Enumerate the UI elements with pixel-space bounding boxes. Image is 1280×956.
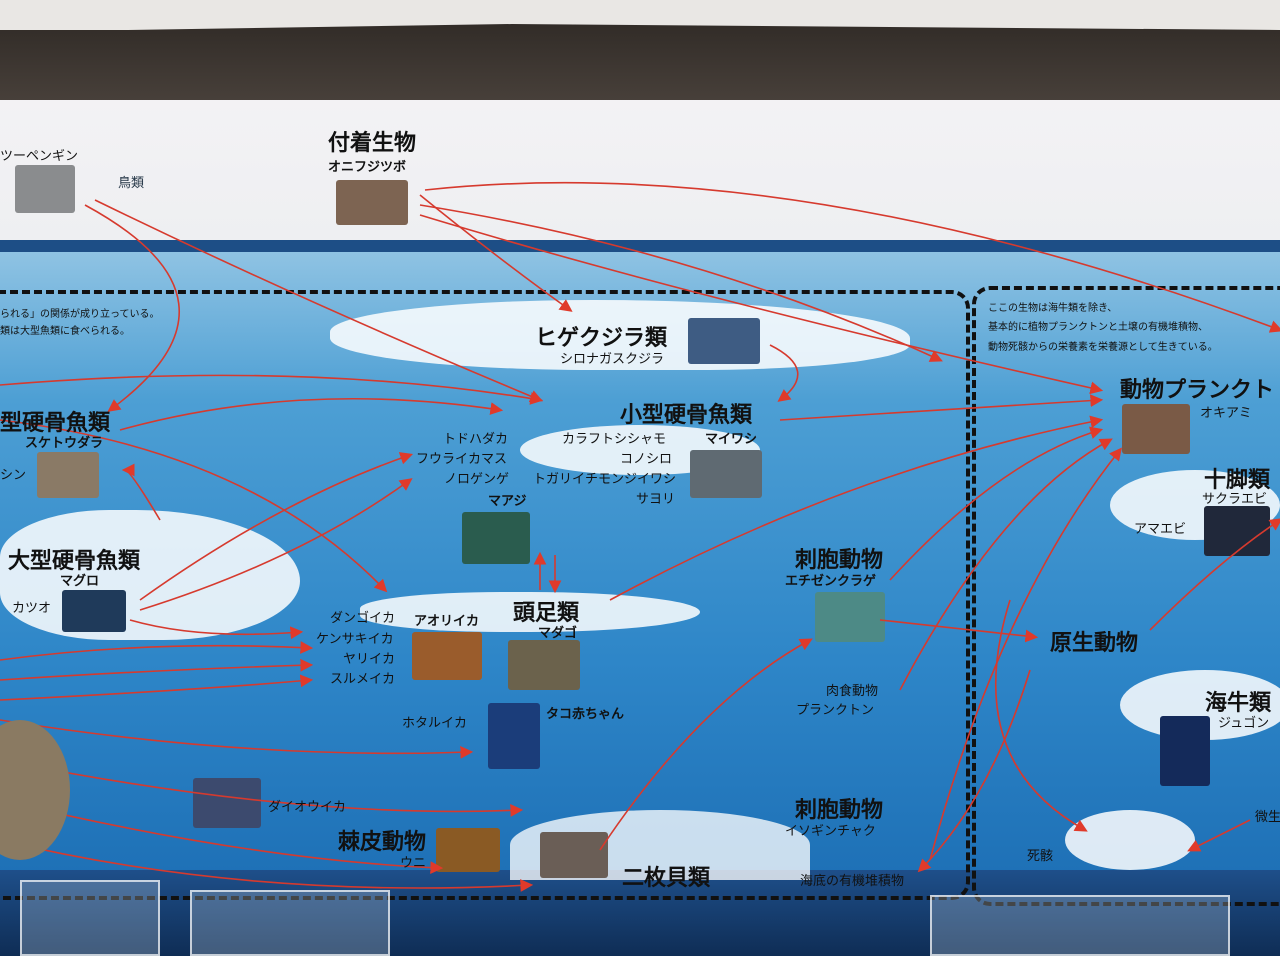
sirenia-title: 海牛類 — [1205, 691, 1272, 716]
photo-urchin — [436, 828, 500, 872]
large-bony-title: 大型硬骨魚類 — [8, 549, 141, 574]
cephalopod-title: 頭足類 — [513, 601, 580, 626]
photo-krill — [1122, 404, 1190, 454]
small-bony-sp1: トドハダカ — [443, 432, 509, 447]
squid-2: ケンサキイカ — [316, 632, 394, 647]
display-case — [930, 895, 1230, 956]
small-bony-sp5: コノシロ — [620, 452, 673, 467]
photo-barnacle — [336, 180, 408, 225]
sirenia-species: ジュゴン — [1218, 716, 1270, 731]
photo-horse-mackerel — [462, 512, 530, 564]
decapod-title: 十脚類 — [1204, 468, 1271, 493]
squid-1: ダンゴイカ — [330, 611, 396, 626]
baleen-species: シロナガスクジラ — [560, 352, 665, 367]
photo-bigfin-squid — [412, 632, 482, 680]
photo-bivalve — [540, 832, 608, 878]
photo-tuna — [62, 590, 126, 632]
photo-penguin — [15, 165, 75, 213]
right-note-2: 基本的に植物プランクトンと土壌の有機堆積物、 — [988, 322, 1208, 333]
display-case — [190, 890, 390, 956]
right-note-1: ここの生物は海牛類を除き、 — [988, 303, 1118, 314]
cnidaria1-species: エチゼンクラゲ — [785, 574, 877, 589]
cephalopod-species: マダゴ — [538, 626, 578, 641]
squid-4: スルメイカ — [330, 672, 396, 687]
zooplankton-title: 動物プランクト — [1120, 378, 1275, 403]
sessile-species: オニフジツボ — [328, 160, 407, 175]
photo-jellyfish — [815, 592, 885, 642]
photo-blue-whale — [688, 318, 760, 364]
small-bony-sp2: フウライカマス — [416, 452, 508, 467]
small-bony-sp7: サヨリ — [636, 492, 676, 507]
dashed-region-left — [0, 290, 970, 900]
aori-label: アオリイカ — [414, 614, 480, 629]
photo-baby-octopus — [488, 703, 540, 769]
cnidaria2-species: イソギンチャク — [785, 824, 876, 839]
squid-silhouette — [360, 592, 700, 632]
echinoderm-species: ウニ — [400, 856, 427, 871]
microbe-label: 微生 — [1255, 810, 1280, 825]
display-case — [20, 880, 160, 956]
small-bony-sp3: ノロゲンゲ — [444, 472, 510, 487]
small-bony-main: マイワシ — [705, 432, 758, 447]
cnidaria2-title: 刺胞動物 — [795, 798, 884, 823]
decapod-species: サクラエビ — [1202, 492, 1268, 507]
zooplankton-species: オキアミ — [1200, 406, 1252, 421]
hotaru-label: ホタルイカ — [402, 716, 468, 731]
whale-silhouette — [330, 300, 910, 370]
photo-dugong — [1160, 716, 1210, 786]
small-bony-sp4: カラフトシシャモ — [562, 432, 667, 447]
giant-squid-label: ダイオウイカ — [268, 800, 347, 815]
protozoa-title: 原生動物 — [1050, 631, 1139, 656]
decapod-extra: アマエビ — [1134, 522, 1187, 537]
maaji-label: マアジ — [488, 494, 527, 509]
sessile-title: 付着生物 — [328, 131, 417, 156]
floor — [0, 870, 1280, 956]
small-bony-sp6: トガリイチモンジイワシ — [533, 472, 677, 487]
ceiling-light — [0, 0, 1280, 30]
photo-shrimp — [1204, 506, 1270, 556]
sediment-label: 海底の有機堆積物 — [800, 874, 905, 889]
mid-bony-title: 型硬骨魚類 — [0, 411, 111, 436]
dashed-region-right — [972, 286, 1280, 906]
large-bony-species: マグロ — [60, 574, 100, 589]
cnidaria1-note-1: 肉食動物 — [826, 684, 879, 699]
echinoderm-title: 棘皮動物 — [338, 830, 427, 855]
small-bony-title: 小型硬骨魚類 — [620, 403, 753, 428]
left-note-1: られる」の関係が成り立っている。 — [0, 309, 160, 320]
tuna-silhouette — [0, 510, 300, 640]
squid-3: ヤリイカ — [343, 652, 396, 667]
cnidaria1-title: 刺胞動物 — [795, 548, 884, 573]
left-note-2: 類は大型魚類に食べられる。 — [0, 326, 130, 337]
photo-giant-squid — [193, 778, 261, 828]
large-bony-extra: カツオ — [12, 601, 52, 616]
bivalve-title: 二枚貝類 — [622, 866, 711, 891]
mid-bony-extra: シン — [0, 468, 27, 483]
mid-bony-species: スケトウダラ — [25, 436, 104, 451]
photo-sardine — [690, 450, 762, 498]
photo-pollock — [37, 452, 99, 498]
birds-label: 鳥類 — [118, 176, 145, 191]
baleen-title: ヒゲクジラ類 — [535, 326, 668, 351]
baby-octopus-label: タコ赤ちゃん — [546, 707, 625, 722]
penguin-label: ツーペンギン — [0, 149, 79, 164]
food-web-panel — [0, 100, 1280, 890]
right-note-3: 動物死骸からの栄養素を栄養源として生きている。 — [988, 342, 1218, 353]
carcass-label: 死骸 — [1027, 849, 1054, 864]
cnidaria1-note-2: プランクトン — [796, 703, 875, 718]
photo-octopus — [508, 640, 580, 690]
